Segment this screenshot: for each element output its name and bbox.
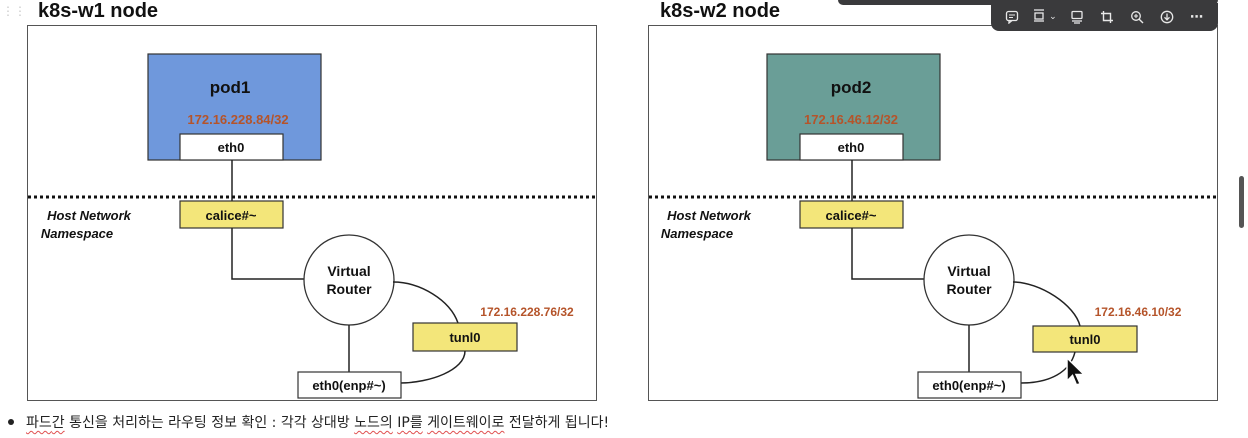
tunl-to-enp-link: [1020, 351, 1076, 384]
caption-word: 노드의: [354, 415, 393, 431]
tunl-box: [412, 322, 518, 352]
caption-text-segment: 전달하게 됩니다!: [504, 415, 610, 431]
caption-word: 게이트웨이로: [427, 415, 505, 431]
zoom-in-icon[interactable]: [1127, 6, 1147, 28]
node-title-w1: k8s-w1 node: [38, 0, 159, 22]
router-to-tunl-link: [1012, 281, 1081, 327]
calice-label: calice#~: [826, 208, 877, 223]
eth0-box: [799, 133, 904, 161]
router-label-line1: Virtual: [327, 263, 370, 279]
calice-box: [179, 200, 284, 229]
namespace-label-line1: Host Network: [667, 208, 752, 223]
more-icon[interactable]: ⋯: [1189, 9, 1204, 25]
caption-word: 간: [51, 415, 65, 431]
router-label-line2: Router: [946, 281, 992, 297]
enp-label: eth0(enp#~): [312, 378, 385, 393]
node-w2-diagram: pod2 172.16.46.12/32 eth0 calice#~ Host …: [649, 53, 1217, 399]
pod-ip: 172.16.228.84/32: [187, 112, 288, 127]
chevron-down-icon: ⌄: [1049, 12, 1057, 22]
mouse-cursor-icon: [1066, 357, 1086, 386]
caption-icon[interactable]: [1067, 6, 1087, 28]
calice-to-router-link: [231, 228, 305, 280]
tunl-box: [1032, 325, 1138, 353]
namespace-label-line2: Namespace: [661, 226, 733, 241]
router-label-line2: Router: [326, 281, 372, 297]
scrollbar-thumb[interactable]: [1239, 176, 1244, 228]
virtual-router: [303, 234, 395, 326]
eth0-label: eth0: [838, 140, 865, 155]
enp-box: [917, 371, 1022, 399]
tunl-ip: 172.16.46.10/32: [1095, 305, 1182, 319]
tunl-ip: 172.16.228.76/32: [480, 305, 574, 319]
virtual-router: [923, 234, 1015, 326]
namespace-label-line2: Namespace: [41, 226, 113, 241]
pod-label: pod1: [210, 78, 251, 97]
caption-text-segment: 통신을 처리하는 라우팅 정보 확인 : 각각 상대방: [64, 415, 355, 431]
crop-icon[interactable]: [1097, 6, 1117, 28]
bullet-icon: [8, 419, 14, 425]
pod-ip: 172.16.46.12/32: [804, 112, 898, 127]
calice-to-router-link: [851, 228, 925, 280]
enp-box: [297, 371, 402, 399]
download-icon[interactable]: [1157, 6, 1177, 28]
image-toolbar-top-edge: [838, 0, 1218, 5]
calice-box: [799, 200, 904, 229]
caption-bullet: 파드간 통신을 처리하는 라우팅 정보 확인 : 각각 상대방 노드의 IP를 …: [6, 412, 609, 432]
eth0-box: [179, 133, 284, 161]
node-title-w2: k8s-w2 node: [660, 0, 781, 22]
eth0-label: eth0: [218, 140, 245, 155]
caption-text: 파드간 통신을 처리하는 라우팅 정보 확인 : 각각 상대방 노드의 IP를 …: [26, 412, 609, 432]
tunl-to-enp-link: [399, 350, 466, 384]
namespace-label-line1: Host Network: [47, 208, 132, 223]
tunl-label: tunl0: [449, 330, 480, 345]
enp-label: eth0(enp#~): [932, 378, 1005, 393]
image-toolbar: ⌄ ⋯: [991, 3, 1218, 31]
caption-word: IP를: [397, 415, 423, 431]
tunl-label: tunl0: [1069, 332, 1100, 347]
node-w1-diagram: pod1 172.16.228.84/32 eth0 calice#~ Host…: [28, 53, 596, 399]
calice-label: calice#~: [206, 208, 257, 223]
router-to-tunl-link: [392, 281, 459, 324]
pod-label: pod2: [831, 78, 872, 97]
align-icon: [1032, 8, 1046, 26]
align-button[interactable]: ⌄: [1032, 6, 1057, 28]
caption-word: 파드: [26, 415, 52, 431]
comment-icon[interactable]: [1002, 6, 1022, 28]
router-label-line1: Virtual: [947, 263, 990, 279]
